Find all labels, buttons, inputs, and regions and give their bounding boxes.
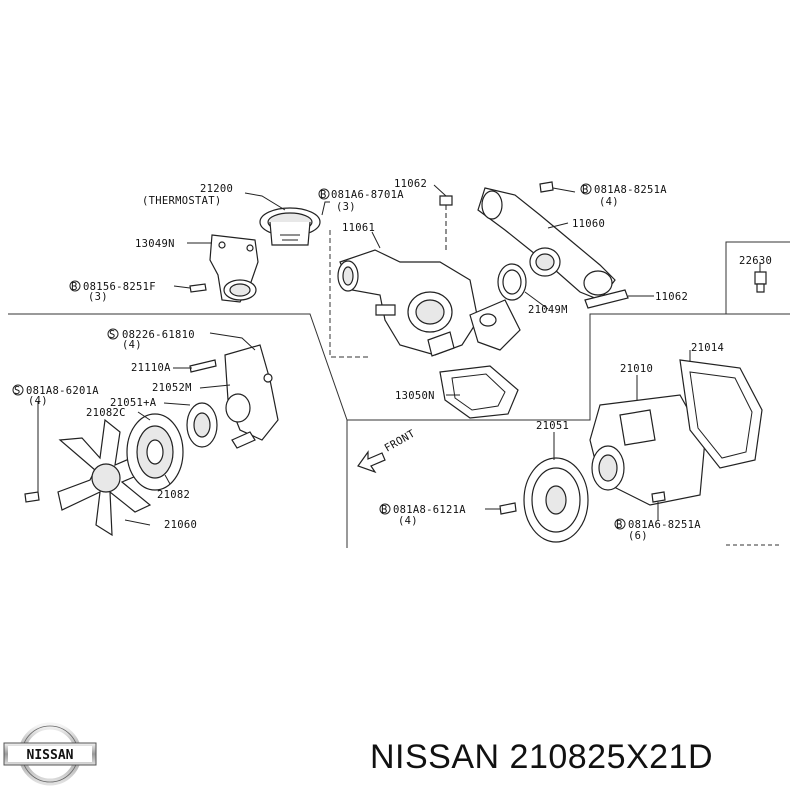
label-21110a: 21110A [131, 362, 171, 374]
bolt-symbol-b3 [69, 280, 81, 292]
label-21014: 21014 [691, 342, 724, 354]
label-thermostat: (THERMOSTAT) [142, 195, 221, 207]
label-081a8-8251a-top: 081A8-8251A [594, 184, 667, 196]
svg-text:S: S [14, 385, 21, 397]
bolt-symbol-b4 [379, 503, 391, 515]
nissan-logo: NISSAN [3, 722, 97, 786]
bolt-08156 [189, 283, 207, 293]
fan-clutch-21082 [126, 413, 184, 491]
gasket-13050n [439, 365, 519, 419]
pulley-21051 [523, 457, 589, 543]
label-qty-3b: (3) [88, 291, 108, 303]
section-frame [8, 230, 790, 548]
leader-lines [37, 184, 761, 526]
fan-21060 [57, 418, 156, 537]
svg-text:B: B [381, 504, 388, 516]
label-13050n: 13050N [395, 390, 435, 402]
svg-text:B: B [71, 281, 78, 293]
label-11060: 11060 [572, 218, 605, 230]
svg-text:S: S [109, 329, 116, 341]
thermostat-housing [209, 234, 259, 303]
label-qty-6: (6) [628, 530, 648, 542]
label-21051-a: 21051+A [110, 397, 157, 409]
label-21010: 21010 [620, 363, 653, 375]
callout-labels: 21200 (THERMOSTAT) B 081A6-8701A (3) 110… [12, 178, 772, 542]
label-081a6-8251a-bottom: 081A6-8251A [628, 519, 701, 531]
thermostat [259, 207, 321, 246]
bolt-symbol-b2 [580, 183, 592, 195]
sensor-22630 [754, 271, 767, 293]
label-21082: 21082 [157, 489, 190, 501]
label-081a8-6121a: 081A8-6121A [393, 504, 466, 516]
water-outlet-11061 [337, 249, 521, 357]
label-21060: 21060 [164, 519, 197, 531]
gasket-11062 [584, 289, 629, 309]
bolt-symbol-s2 [12, 384, 24, 396]
label-21052m: 21052M [152, 382, 192, 394]
label-21082c: 21082C [86, 407, 126, 419]
label-qty-4a: (4) [599, 196, 619, 208]
water-hose-11060 [477, 187, 616, 301]
bolt-21110a [189, 359, 217, 373]
label-11062-bottom: 11062 [655, 291, 688, 303]
label-21051: 21051 [536, 420, 569, 432]
label-08226-61810: 08226-61810 [122, 329, 195, 341]
bolt-symbol-s [107, 328, 119, 340]
label-081a6-8701a: 081A6-8701A [331, 189, 404, 201]
pulley-21051a [186, 402, 218, 448]
bolt-symbol-b5 [614, 518, 626, 530]
label-qty-3a: (3) [336, 201, 356, 213]
logo-text: NISSAN [27, 748, 74, 763]
label-081a8-6201a: 081A8-6201A [26, 385, 99, 397]
label-11061: 11061 [342, 222, 375, 234]
label-qty-4b: (4) [122, 339, 142, 351]
part-number-title: NISSAN 210825X21D [370, 738, 714, 776]
label-21200: 21200 [200, 183, 233, 195]
label-08156-8251f: 08156-8251F [83, 281, 156, 293]
water-pump-21010 [589, 394, 706, 506]
label-qty-4c: (4) [28, 395, 48, 407]
svg-text:B: B [616, 519, 623, 531]
bolt-6121a [499, 502, 517, 515]
gasket-21014 [679, 359, 763, 469]
oring-21049m [497, 263, 527, 301]
label-qty-4d: (4) [398, 515, 418, 527]
bolt-8251a-bottom [651, 491, 666, 503]
bolt-glyph: B [320, 189, 327, 201]
bolt-symbol-b [318, 188, 330, 200]
bolt-6201a [24, 491, 40, 503]
label-22630: 22630 [739, 255, 772, 267]
svg-text:B: B [582, 184, 589, 196]
label-11062-top: 11062 [394, 178, 427, 190]
label-21049m: 21049M [528, 304, 568, 316]
front-arrow [357, 450, 386, 474]
bolt-8251a-top [539, 181, 554, 193]
bracket-21052m [224, 344, 279, 449]
label-13049n: 13049N [135, 238, 175, 250]
bolt-8701a [439, 195, 453, 250]
label-front: FRONT [383, 427, 418, 454]
